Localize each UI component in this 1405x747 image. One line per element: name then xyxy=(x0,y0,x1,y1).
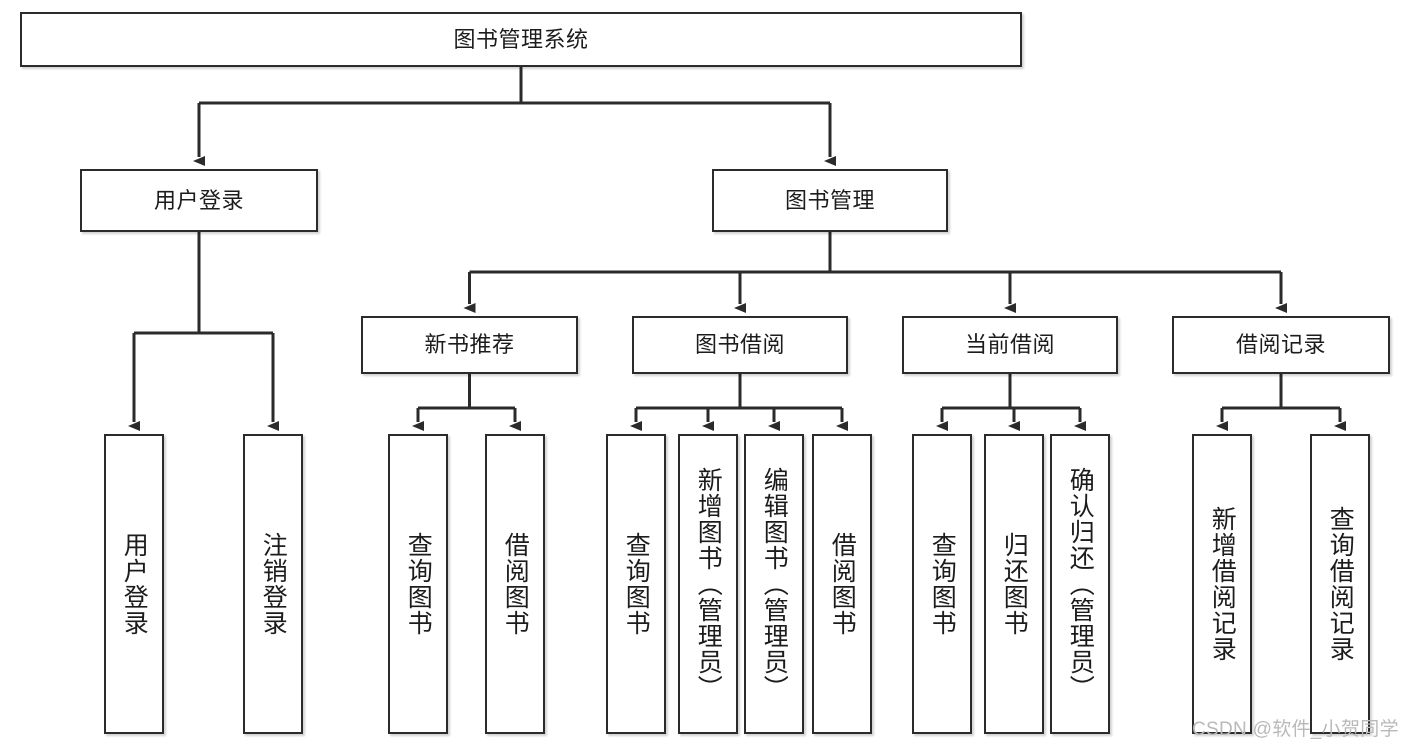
node-label: 归还图书 xyxy=(1000,532,1029,636)
leaves-node[interactable]: 查询借阅记录 xyxy=(1310,434,1370,734)
leaves-node[interactable]: 查询图书 xyxy=(606,434,666,734)
leaves-node[interactable]: 查询图书 xyxy=(912,434,972,734)
node-label: 查询借阅记录 xyxy=(1326,506,1355,662)
node-label: 编辑图书（管理员） xyxy=(760,467,789,701)
node-label: 用户登录 xyxy=(120,532,149,636)
level3-node[interactable]: 新书推荐 xyxy=(361,316,578,374)
node-label: 查询图书 xyxy=(404,532,433,636)
leaves-node[interactable]: 查询图书 xyxy=(388,434,448,734)
node-label: 图书管理 xyxy=(784,187,875,213)
leaves-node[interactable]: 借阅图书 xyxy=(485,434,545,734)
leaves-node[interactable]: 注销登录 xyxy=(243,434,303,734)
leaves-node[interactable]: 新增借阅记录 xyxy=(1192,434,1252,734)
node-label: 图书借阅 xyxy=(694,332,785,357)
node-label: 注销登录 xyxy=(259,532,288,636)
level3-node[interactable]: 图书借阅 xyxy=(632,316,848,374)
root-node[interactable]: 图书管理系统 xyxy=(20,12,1022,67)
node-label: 借阅图书 xyxy=(501,532,530,636)
node-label: 借阅图书 xyxy=(828,532,857,636)
level2-node[interactable]: 用户登录 xyxy=(80,169,318,232)
leaves-node[interactable]: 编辑图书（管理员） xyxy=(744,434,804,734)
node-label: 新书推荐 xyxy=(424,332,515,357)
node-label: 用户登录 xyxy=(153,187,244,213)
level3-node[interactable]: 借阅记录 xyxy=(1172,316,1390,374)
leaves-node[interactable]: 用户登录 xyxy=(104,434,164,734)
leaves-node[interactable]: 确认归还（管理员） xyxy=(1050,434,1110,734)
node-label: 图书管理系统 xyxy=(453,26,589,52)
level2-node[interactable]: 图书管理 xyxy=(712,169,948,232)
level3-node[interactable]: 当前借阅 xyxy=(902,316,1118,374)
node-label: 当前借阅 xyxy=(964,332,1055,357)
node-label: 借阅记录 xyxy=(1235,332,1326,357)
node-label: 新增借阅记录 xyxy=(1208,506,1237,662)
node-label: 新增图书（管理员） xyxy=(694,467,723,701)
leaves-node[interactable]: 借阅图书 xyxy=(812,434,872,734)
node-label: 确认归还（管理员） xyxy=(1066,467,1095,701)
leaves-node[interactable]: 新增图书（管理员） xyxy=(678,434,738,734)
node-label: 查询图书 xyxy=(928,532,957,636)
node-label: 查询图书 xyxy=(622,532,651,636)
leaves-node[interactable]: 归还图书 xyxy=(984,434,1044,734)
